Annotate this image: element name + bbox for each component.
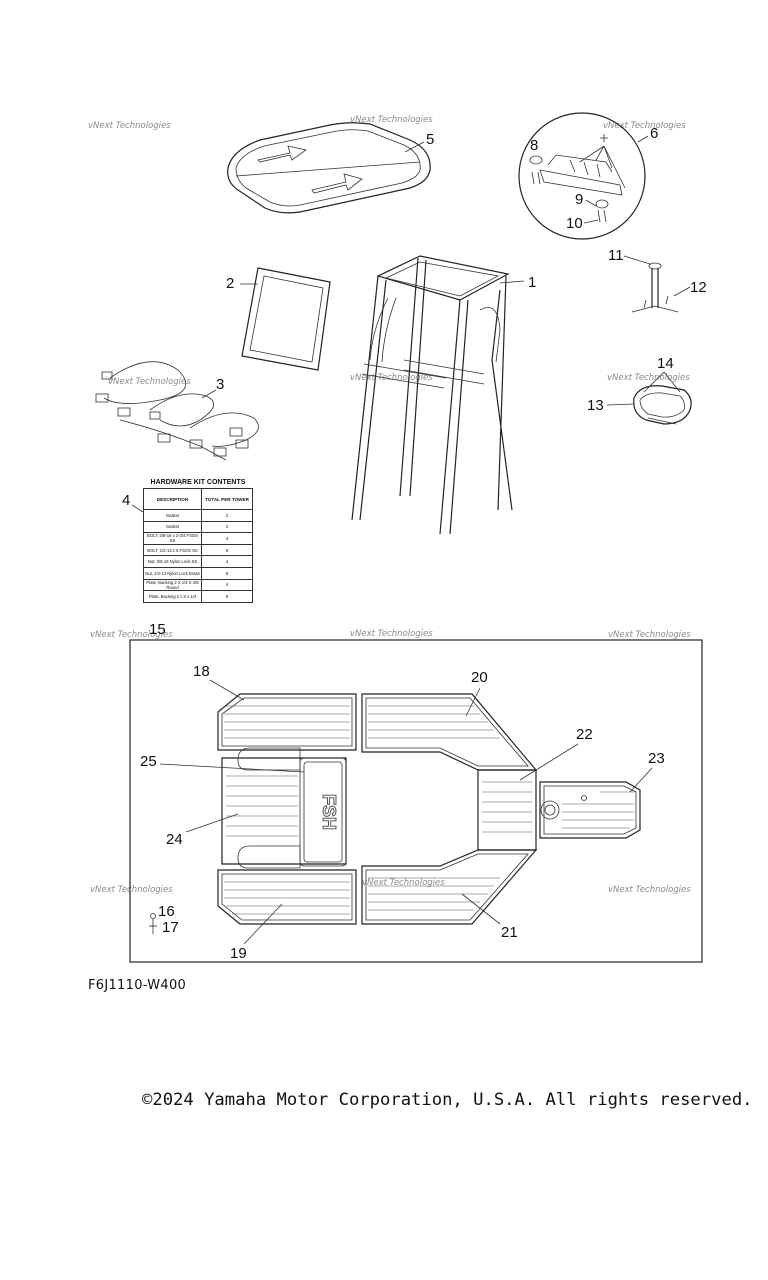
callout-19: 19 — [230, 945, 247, 962]
watermark: vNext Technologies — [603, 121, 686, 131]
col-description: DESCRIPTION — [143, 488, 202, 510]
callout-18: 18 — [193, 663, 210, 680]
watermarks: vNext Technologies vNext Technologies vN… — [88, 115, 691, 895]
part-16-17-fasteners — [149, 913, 157, 934]
row-qty: 2 — [201, 520, 253, 534]
row-description: Gasket — [143, 520, 202, 534]
callout-8: 8 — [530, 137, 538, 154]
col-total: TOTAL PER TOWER — [201, 488, 253, 510]
callout-4: 4 — [122, 492, 130, 509]
mat-19-grooves — [224, 881, 350, 915]
part-11-mount — [631, 262, 679, 313]
row-qty: 8 — [201, 543, 253, 557]
row-qty: 2 — [201, 509, 253, 522]
part-3-harness — [95, 361, 259, 461]
watermark: vNext Technologies — [608, 885, 691, 895]
row-description: Plate, Backing 2 X 1/4 X 3/8 Round — [143, 578, 202, 592]
callout-9: 9 — [575, 191, 583, 208]
watermark: vNext Technologies — [350, 373, 433, 383]
callout-6: 6 — [650, 125, 658, 142]
callout-16: 16 — [158, 903, 175, 920]
callout-11: 11 — [608, 247, 624, 264]
callout-2: 2 — [226, 275, 234, 292]
part-5-cushion — [227, 122, 431, 214]
part-1-tower — [351, 255, 513, 535]
mat-23-grooves — [562, 791, 634, 829]
part-15-mat-kit-box — [129, 639, 703, 963]
part-2-window — [241, 267, 331, 371]
callout-20: 20 — [471, 669, 488, 686]
mat-22-grooves — [482, 781, 532, 833]
row-qty: 8 — [201, 566, 253, 580]
watermark: vNext Technologies — [350, 629, 433, 639]
diagram-code: F6J1110-W400 — [88, 978, 187, 993]
callout-17: 17 — [162, 919, 179, 936]
callout-1: 1 — [528, 274, 536, 291]
watermark: vNext Technologies — [350, 115, 433, 125]
row-qty: 4 — [201, 555, 253, 568]
hardware-kit-title: HARDWARE KIT CONTENTS — [150, 479, 246, 486]
row-description: Nut, 1/2-13 Nylon Lock Brass — [143, 566, 202, 580]
row-description: BOLT, 1/2-13 x 5 FSOS SS — [143, 543, 202, 557]
deck-logo: FSH — [319, 794, 339, 830]
mat-24-grooves — [226, 775, 298, 837]
watermark: vNext Technologies — [88, 121, 171, 131]
callout-13: 13 — [587, 397, 604, 414]
part-13-light — [633, 385, 692, 425]
row-qty: 8 — [201, 590, 253, 603]
mat-20-grooves — [368, 705, 500, 739]
row-description: Nut, 3/8-16 Nylon Lock SS — [143, 555, 202, 568]
callout-15: 15 — [149, 621, 166, 638]
watermark: vNext Technologies — [608, 630, 691, 640]
mat-21-grooves — [368, 877, 500, 911]
callout-21: 21 — [501, 924, 518, 941]
callout-24: 24 — [166, 831, 183, 848]
callout-12: 12 — [690, 279, 707, 296]
callout-22: 22 — [576, 726, 593, 743]
callout-25: 25 — [140, 753, 157, 770]
row-description: Plate, Backing 2 x 8 x 1/4 — [143, 590, 202, 603]
row-qty: 4 — [201, 578, 253, 592]
watermark: vNext Technologies — [90, 630, 173, 640]
row-qty: 4 — [201, 532, 253, 545]
deck-mats: FSH — [217, 693, 641, 925]
callout-3: 3 — [216, 376, 224, 393]
watermark: vNext Technologies — [362, 878, 445, 888]
row-description: Gasket — [143, 509, 202, 522]
watermark: vNext Technologies — [108, 377, 191, 387]
callout-10: 10 — [566, 215, 583, 232]
row-description: BOLT, 3/8-16 x 2-3/4 FSOS SS — [143, 532, 202, 545]
hardware-kit-table: HARDWARE KIT CONTENTS DESCRIPTION TOTAL … — [143, 479, 253, 603]
callout-5: 5 — [426, 131, 434, 148]
callout-14: 14 — [657, 355, 674, 372]
part-6-detail-circle — [518, 112, 646, 240]
copyright-notice: ©2024 Yamaha Motor Corporation, U.S.A. A… — [142, 1090, 753, 1110]
watermark: vNext Technologies — [90, 885, 173, 895]
watermark: vNext Technologies — [607, 373, 690, 383]
callout-23: 23 — [648, 750, 665, 767]
mat-18-grooves — [224, 705, 350, 739]
